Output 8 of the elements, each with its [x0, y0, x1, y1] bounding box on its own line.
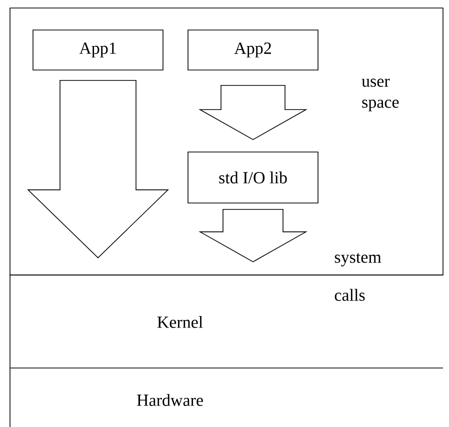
block-arrow: [198, 85, 308, 140]
block-arrow: [27, 80, 169, 258]
process-box: App2: [188, 30, 318, 70]
layer-band: Hardware: [10, 368, 444, 427]
block-arrow: [198, 209, 308, 262]
process-box: App1: [32, 30, 164, 70]
system-calls-label: system calls: [334, 253, 382, 301]
process-box: std I/O lib: [188, 152, 318, 204]
